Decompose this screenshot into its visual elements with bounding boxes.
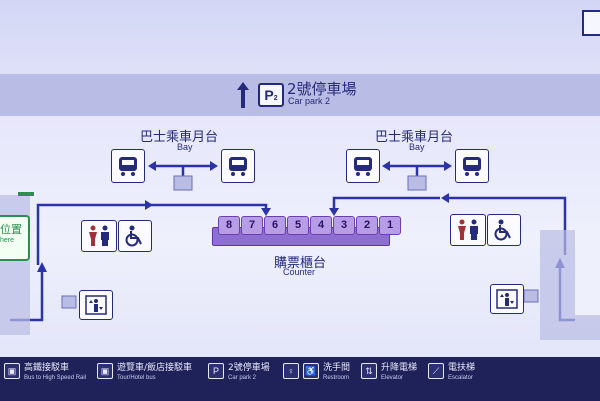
parking-title-zh: 2號停車場 xyxy=(287,80,357,98)
elevator-icon xyxy=(490,284,524,314)
up-arrow-icon xyxy=(236,80,250,115)
counter-number: 1 xyxy=(379,216,401,235)
parking-title-en: Car park 2 xyxy=(288,96,331,106)
car-park-band xyxy=(0,74,600,116)
elevator-icon xyxy=(79,290,113,320)
wheelchair-icon xyxy=(118,220,152,252)
bay-right-title-zh: 巴士乘車月台 xyxy=(375,130,454,145)
counter-number: 3 xyxy=(333,216,355,235)
bay-left-title-en: Bay xyxy=(177,142,193,152)
here-indicator-bar xyxy=(18,192,34,196)
counter-number: 2 xyxy=(356,216,378,235)
parking-icon: P xyxy=(208,363,224,379)
wheelchair-icon: ♿ xyxy=(303,363,319,379)
corner-marker xyxy=(582,10,600,36)
bus-icon: ▣ xyxy=(4,363,20,379)
bay-left-title-zh: 巴士乘車月台 xyxy=(140,130,219,145)
wheelchair-icon xyxy=(487,214,521,246)
you-are-here-marker: 位置 here xyxy=(0,215,30,261)
counter-title-zh: 購票櫃台 xyxy=(274,256,327,271)
counter-number: 6 xyxy=(264,216,286,235)
escalator-icon: ⟋ xyxy=(428,363,444,379)
bay-right-title-en: Bay xyxy=(409,142,425,152)
bus-icon xyxy=(111,149,145,183)
ticket-counter: 8 7 6 5 4 3 2 1 xyxy=(212,215,401,246)
parking-badge: P2 xyxy=(258,83,284,107)
counter-number: 4 xyxy=(310,216,332,235)
bus-icon xyxy=(455,149,489,183)
restroom-icon xyxy=(81,220,117,252)
restroom-icon: ♀ xyxy=(283,363,299,379)
restroom-icon xyxy=(450,214,486,246)
counter-number: 5 xyxy=(287,216,309,235)
bus-icon xyxy=(221,149,255,183)
counter-number: 7 xyxy=(241,216,263,235)
bus-icon: ▣ xyxy=(97,363,113,379)
elevator-icon: ⇅ xyxy=(361,363,377,379)
counter-cells: 8 7 6 5 4 3 2 1 xyxy=(218,216,402,235)
counter-title-en: Counter xyxy=(283,267,316,277)
bus-icon xyxy=(346,149,380,183)
counter-number: 8 xyxy=(218,216,240,235)
